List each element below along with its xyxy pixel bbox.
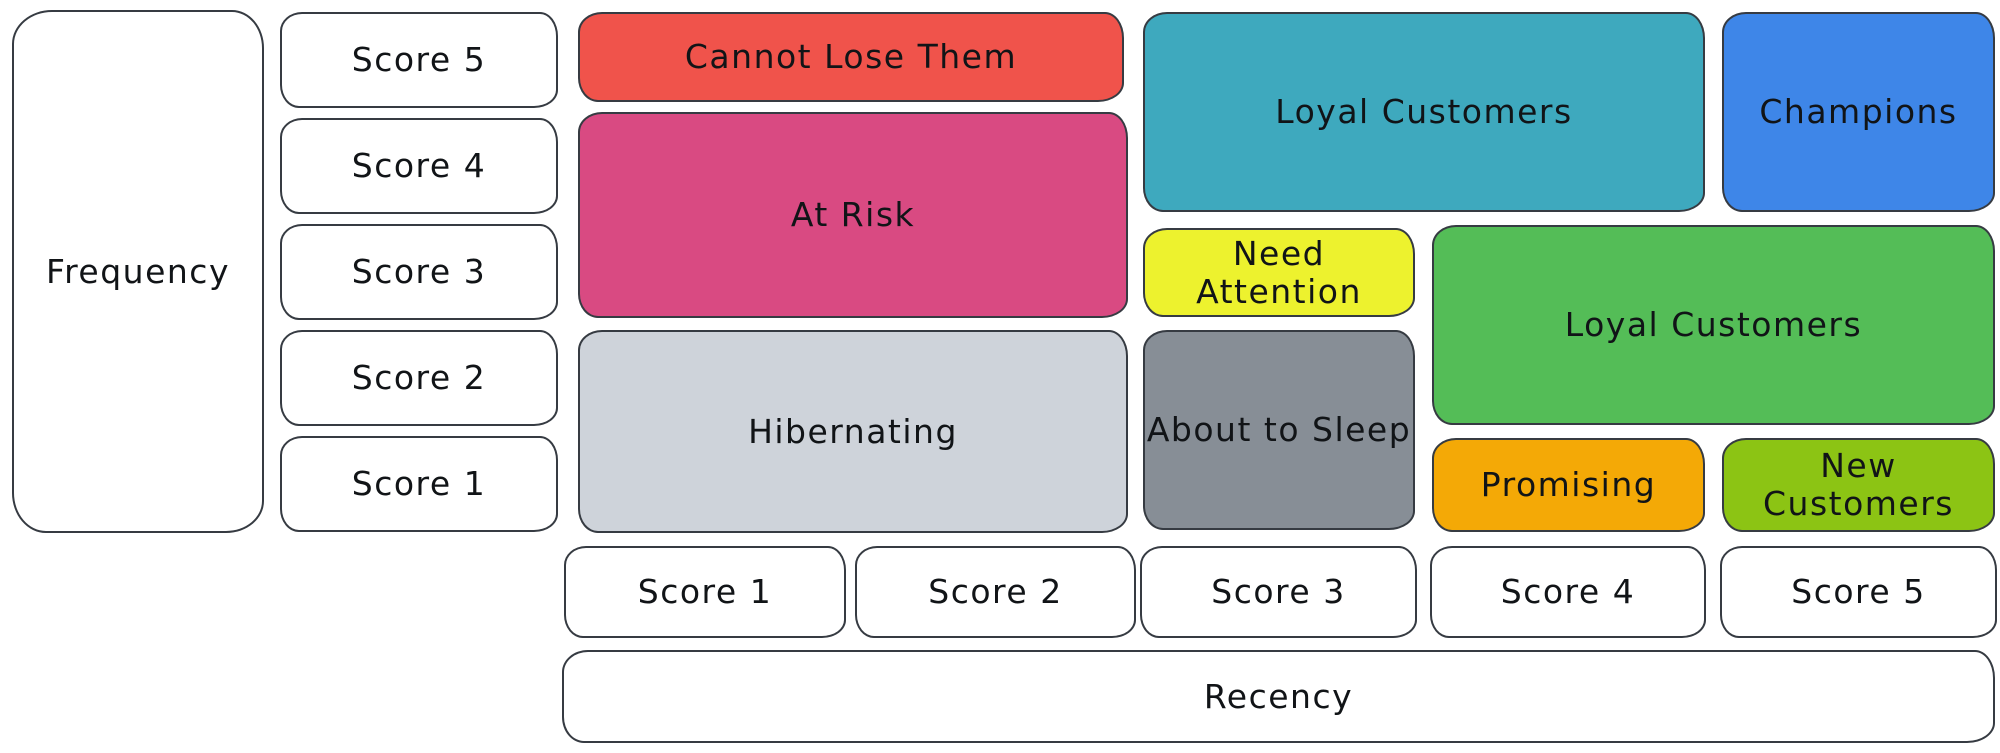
segment-promising-label: Promising bbox=[1480, 465, 1657, 505]
recency-score-1-box: Score 1 bbox=[564, 546, 846, 638]
segment-new-customers: New Customers bbox=[1722, 438, 1995, 532]
segment-loyal-customers-green-label: Loyal Customers bbox=[1564, 305, 1863, 345]
segment-cannot-lose-them-label: Cannot Lose Them bbox=[684, 37, 1018, 77]
segment-champions-label: Champions bbox=[1759, 92, 1958, 132]
frequency-score-4-box: Score 4 bbox=[280, 118, 558, 214]
recency-score-2-label: Score 2 bbox=[928, 572, 1063, 612]
frequency-score-2-box: Score 2 bbox=[280, 330, 558, 426]
recency-score-3-box: Score 3 bbox=[1140, 546, 1417, 638]
frequency-score-5-box: Score 5 bbox=[280, 12, 558, 108]
frequency-score-3-box: Score 3 bbox=[280, 224, 558, 320]
segment-champions: Champions bbox=[1722, 12, 1995, 212]
segment-at-risk: At Risk bbox=[578, 112, 1128, 318]
segment-need-attention: Need Attention bbox=[1143, 228, 1415, 317]
frequency-score-1-label: Score 1 bbox=[351, 464, 487, 504]
frequency-axis-box: Frequency bbox=[12, 10, 264, 533]
frequency-axis-label: Frequency bbox=[46, 251, 230, 291]
segment-loyal-customers-cyan: Loyal Customers bbox=[1143, 12, 1705, 212]
segment-new-customers-label: New Customers bbox=[1763, 446, 1954, 523]
recency-score-5-label: Score 5 bbox=[1791, 572, 1926, 612]
recency-score-3-label: Score 3 bbox=[1211, 572, 1346, 612]
recency-axis-label: Recency bbox=[1203, 676, 1354, 716]
segment-loyal-customers-green: Loyal Customers bbox=[1432, 225, 1995, 425]
recency-score-2-box: Score 2 bbox=[855, 546, 1136, 638]
segment-hibernating-label: Hibernating bbox=[748, 411, 958, 451]
frequency-score-4-label: Score 4 bbox=[351, 146, 487, 186]
recency-score-5-box: Score 5 bbox=[1720, 546, 1997, 638]
recency-score-4-label: Score 4 bbox=[1500, 572, 1636, 612]
segment-cannot-lose-them: Cannot Lose Them bbox=[578, 12, 1124, 102]
segment-loyal-customers-cyan-label: Loyal Customers bbox=[1275, 92, 1573, 132]
segment-need-attention-label: Need Attention bbox=[1196, 233, 1362, 311]
frequency-score-5-label: Score 5 bbox=[351, 40, 487, 80]
segment-about-to-sleep: About to Sleep bbox=[1143, 330, 1415, 530]
segment-hibernating: Hibernating bbox=[578, 330, 1128, 533]
frequency-score-2-label: Score 2 bbox=[351, 358, 487, 398]
segment-about-to-sleep-label: About to Sleep bbox=[1146, 410, 1412, 450]
recency-score-1-label: Score 1 bbox=[637, 572, 773, 612]
frequency-score-1-box: Score 1 bbox=[280, 436, 558, 532]
frequency-score-3-label: Score 3 bbox=[351, 252, 487, 292]
segment-at-risk-label: At Risk bbox=[790, 195, 916, 235]
recency-axis-box: Recency bbox=[562, 650, 1995, 743]
segment-promising: Promising bbox=[1432, 438, 1705, 532]
recency-score-4-box: Score 4 bbox=[1430, 546, 1706, 638]
